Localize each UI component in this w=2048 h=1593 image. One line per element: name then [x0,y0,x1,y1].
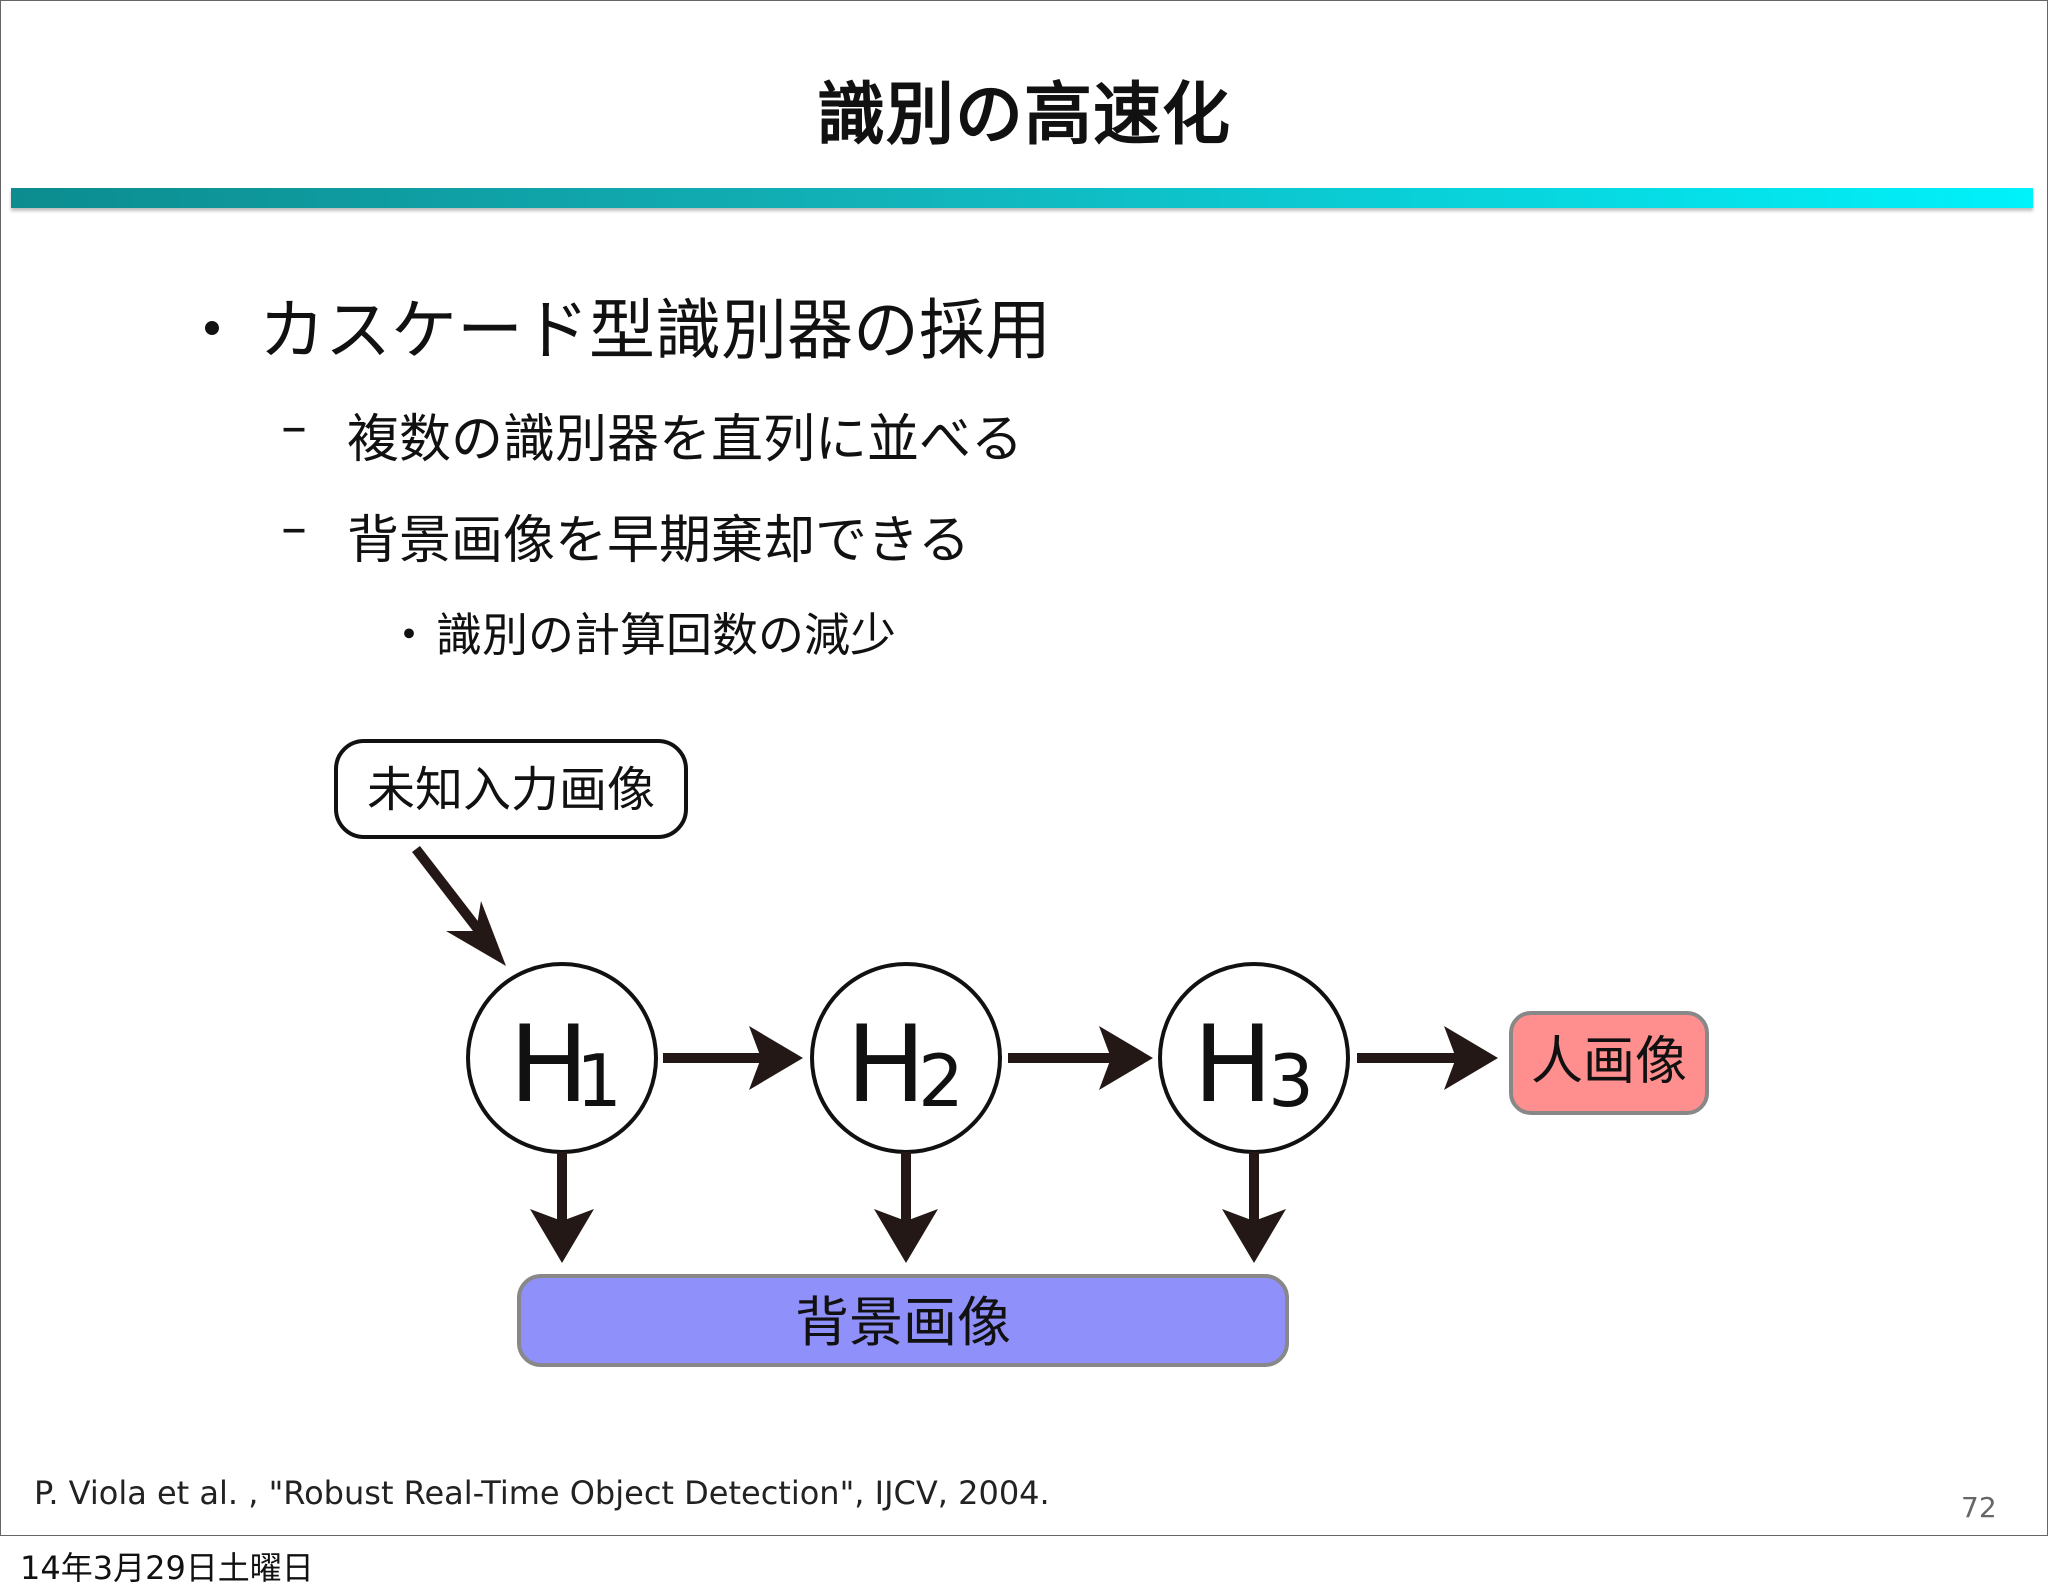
classifier-h2-letter: H [846,1003,926,1126]
arrowhead-h1-reject [530,1209,594,1263]
classifier-h1-index: 1 [576,1039,622,1123]
bullet-dot: ・ [386,608,432,662]
bullet-dot: ・ [179,292,245,369]
input-image-box [334,739,688,839]
background-image-box [517,1274,1289,1367]
background-image-label: 背景画像 [795,1291,1011,1354]
cascade-diagram: 未知入力画像 H 1 H 2 H 3 人画像 [334,739,1709,1367]
arrow-input-to-h1 [412,845,491,945]
classifier-h3: H 3 [1158,962,1350,1154]
bullet-text: 識別の計算回数の減少 [436,608,896,662]
bullet-dash: – [281,498,307,558]
bullet-dash: – [281,397,307,457]
classifier-h2: H 2 [810,962,1002,1154]
arrowhead-h2-reject [874,1209,938,1263]
bullet-text: カスケード型識別器の採用 [259,292,1051,369]
bullet-text: 複数の識別器を直列に並べる [347,410,1024,470]
page-number: 72 [1961,1491,1997,1524]
arrowhead-h1-to-h2 [749,1026,803,1090]
citation: P. Viola et al. , "Robust Real-Time Obje… [34,1474,1050,1512]
arrowhead-input-to-h1 [446,901,506,966]
arrowhead-h3-to-positive [1444,1026,1498,1090]
arrowhead-h3-reject [1222,1209,1286,1263]
classifier-h2-index: 2 [918,1039,964,1123]
classifier-h1: H 1 [466,962,658,1154]
input-image-label: 未知入力画像 [367,762,655,818]
classifier-h1-letter: H [509,1003,589,1126]
classifier-h3-index: 3 [1268,1039,1314,1123]
bullet-text: 背景画像を早期棄却できる [347,511,970,571]
slide-title: 識別の高速化 [816,76,1231,155]
title-underline-bar [11,188,2033,208]
date-stamp: 14年3月29日土曜日 [20,1549,314,1587]
positive-image-box [1509,1011,1709,1115]
slide: 識別の高速化 ・ カスケード型識別器の採用 – 複数の識別器を直列に並べる – … [0,0,2048,1536]
classifier-h3-letter: H [1193,1003,1273,1126]
positive-image-label: 人画像 [1531,1032,1687,1092]
arrowhead-h2-to-h3 [1099,1026,1153,1090]
